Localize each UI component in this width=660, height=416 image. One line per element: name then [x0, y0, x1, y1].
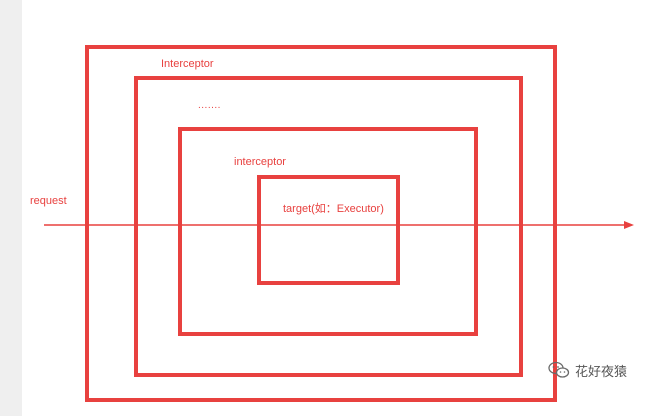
target-label: target(如：Executor)	[283, 203, 384, 215]
watermark-text: 花好夜猿	[575, 363, 628, 379]
interceptor-box-inner	[178, 127, 478, 336]
interceptor-label-outer: Interceptor	[161, 58, 214, 70]
wechat-icon	[548, 361, 570, 378]
interceptor-box-outer	[134, 76, 523, 377]
arrowhead-icon	[624, 221, 634, 229]
ellipsis-label: .......	[198, 100, 221, 111]
watermark: 花好夜猿	[548, 359, 627, 381]
interceptor-label-inner: interceptor	[234, 156, 286, 168]
request-label: request	[30, 195, 67, 207]
left-margin-strip	[0, 0, 22, 416]
outer-frame-box	[85, 45, 557, 402]
target-box	[257, 175, 400, 285]
